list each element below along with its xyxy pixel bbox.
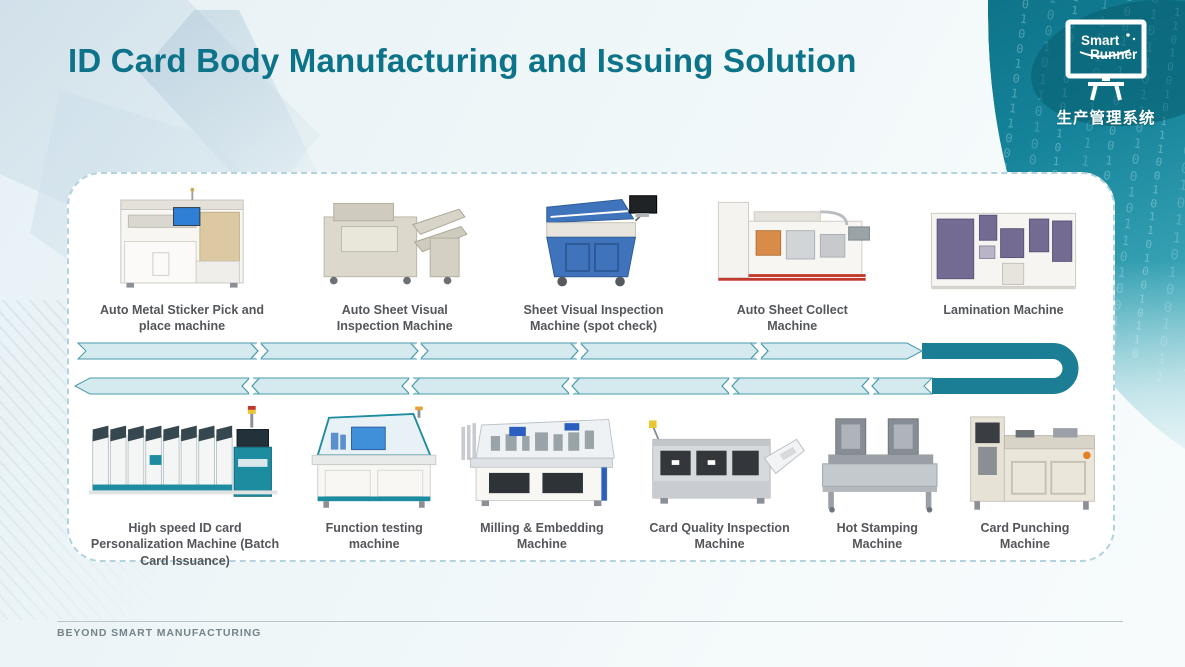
machine-card: Auto Sheet Visual Inspection Machine <box>297 182 492 335</box>
brand-word-1: Smart <box>1081 33 1120 48</box>
process-flow-arrows <box>73 341 1079 396</box>
machine-image-card-quality <box>632 400 807 514</box>
machine-label: Lamination Machine <box>943 303 1064 317</box>
machine-card: High speed ID card Personalization Machi… <box>76 400 294 569</box>
machine-label: Hot Stamping Machine <box>836 521 918 552</box>
footer-tagline: BEYOND SMART MANUFACTURING <box>57 627 262 639</box>
brand-logo: Smart Runner 生产管理系统 <box>1056 18 1156 128</box>
machine-card: Auto Sheet Collect Machine <box>695 182 890 335</box>
machine-image-function-testing <box>299 400 449 514</box>
brand-word-2: Runner <box>1090 47 1138 62</box>
machine-image-hot-stamping <box>802 400 952 514</box>
machine-image-card-punching <box>950 400 1100 514</box>
chevron-separators-left <box>241 376 880 396</box>
machine-card: Auto Metal Sticker Pick and place machin… <box>78 182 286 335</box>
machine-image-lamination <box>921 182 1086 296</box>
machine-row-top: Auto Metal Sticker Pick and place machin… <box>78 182 1106 335</box>
machine-label: Auto Sheet Visual Inspection Machine <box>336 303 453 334</box>
machine-label: Card Quality Inspection Machine <box>649 521 790 552</box>
machine-image-spot-check <box>519 182 669 296</box>
chevron-separators-right <box>250 341 769 361</box>
machine-image-sheet-collect <box>707 182 877 296</box>
machine-image-milling-embedding <box>454 400 629 514</box>
monitor-icon: Smart Runner <box>1065 19 1147 101</box>
machine-card: Card Quality Inspection Machine <box>635 400 805 569</box>
machine-label: Sheet Visual Inspection Machine (spot ch… <box>523 303 664 334</box>
machine-image-sheet-inspection <box>312 182 477 296</box>
machine-label: Milling & Embedding Machine <box>480 521 604 552</box>
machine-label: Auto Sheet Collect Machine <box>736 303 848 334</box>
machine-card: Hot Stamping Machine <box>810 400 945 569</box>
machine-card: Lamination Machine <box>901 182 1106 335</box>
machine-card: Milling & Embedding Machine <box>454 400 629 569</box>
machine-label: Auto Metal Sticker Pick and place machin… <box>100 303 264 334</box>
machine-image-personalization <box>83 400 288 514</box>
machine-card: Card Punching Machine <box>950 400 1100 569</box>
machine-row-bottom: High speed ID card Personalization Machi… <box>76 400 1100 569</box>
page-title: ID Card Body Manufacturing and Issuing S… <box>68 42 857 79</box>
footer-divider <box>57 621 1123 622</box>
machine-card: Sheet Visual Inspection Machine (spot ch… <box>504 182 684 335</box>
machine-image-pick-and-place <box>102 182 262 296</box>
machine-label: Function testing machine <box>325 521 423 552</box>
machine-label: Card Punching Machine <box>980 521 1070 552</box>
logo-subtitle: 生产管理系统 <box>1056 110 1156 127</box>
machine-card: Function testing machine <box>299 400 449 569</box>
machine-label: High speed ID card Personalization Machi… <box>90 521 280 568</box>
